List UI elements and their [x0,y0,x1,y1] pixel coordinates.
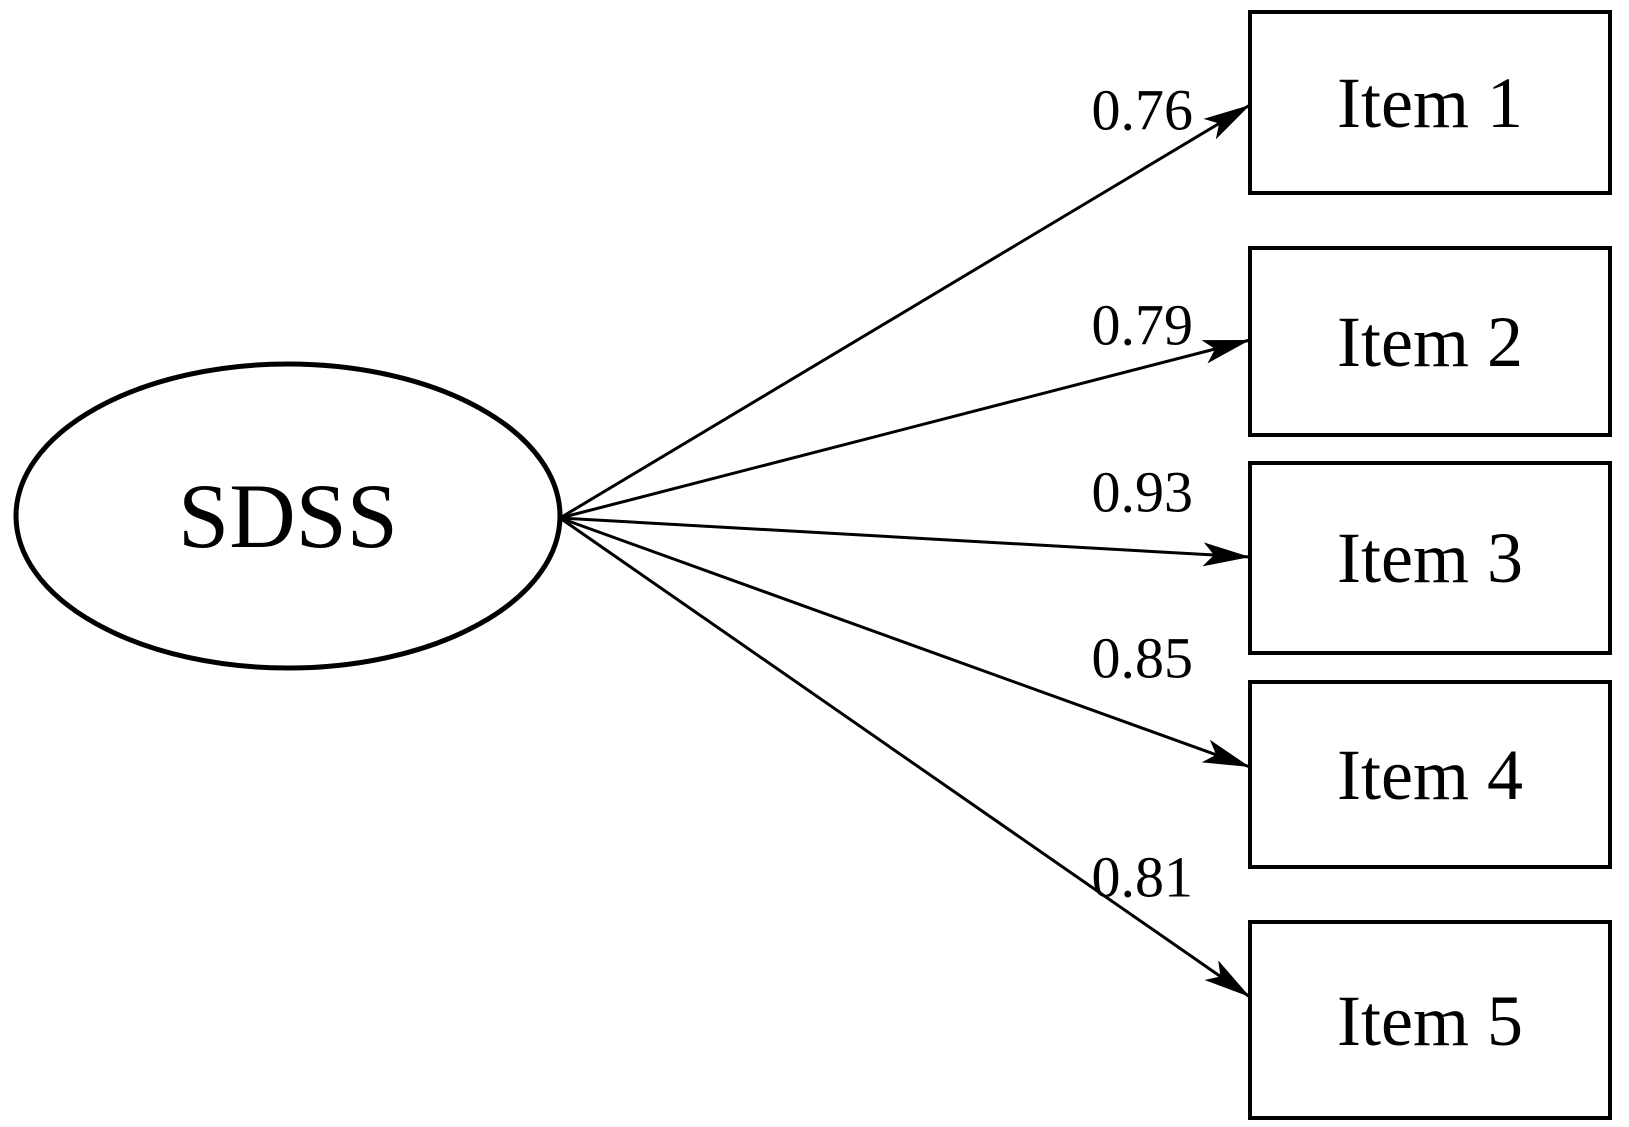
loading-labels: 0.76 0.79 0.93 0.85 0.81 [1092,78,1194,910]
latent-variable: SDSS [13,361,563,671]
loading-value-item-4: 0.85 [1092,626,1194,691]
item-rect-2 [1248,246,1612,437]
item-boxes: Item 1 Item 2 Item 3 Item 4 Item 5 [1248,10,1612,1120]
item-label-5: Item 5 [1337,981,1523,1061]
loading-arrow-item-1 [559,103,1251,520]
latent-ellipse [13,361,563,671]
loading-value-item-3: 0.93 [1092,460,1194,525]
item-box-2: Item 2 [1248,246,1612,437]
item-rect-1 [1248,10,1612,195]
item-label-4: Item 4 [1337,735,1523,815]
loading-arrows [559,103,1251,999]
item-label-1: Item 1 [1337,63,1523,143]
item-rect-4 [1248,680,1612,869]
item-label-3: Item 3 [1337,518,1523,598]
item-label-2: Item 2 [1337,302,1523,382]
latent-label: SDSS [178,465,398,567]
item-rect-5 [1248,920,1612,1120]
loading-value-item-5: 0.81 [1092,845,1194,910]
loading-arrow-item-5 [559,516,1251,999]
item-box-3: Item 3 [1248,461,1612,655]
loading-value-item-2: 0.79 [1092,293,1194,358]
loading-arrow-item-4 [559,516,1251,769]
item-box-4: Item 4 [1248,680,1612,869]
item-rect-3 [1248,461,1612,655]
loading-value-item-1: 0.76 [1092,78,1194,143]
loading-arrow-item-3 [559,516,1251,567]
loading-arrow-item-2 [559,338,1251,520]
item-box-5: Item 5 [1248,920,1612,1120]
item-box-1: Item 1 [1248,10,1612,195]
